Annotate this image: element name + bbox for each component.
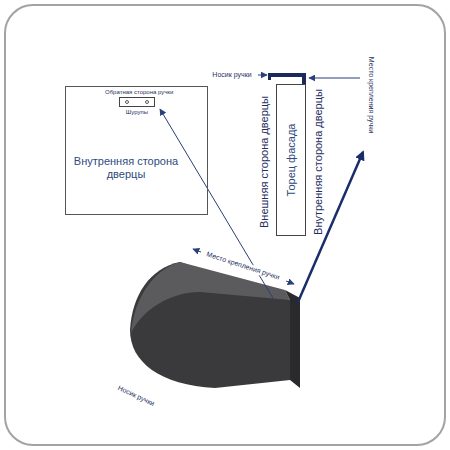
node-text: Внутренняя сторона дверцы — [70, 155, 182, 181]
screws-label: Шурупы — [126, 109, 148, 116]
leader-line — [258, 75, 267, 76]
handle-flange — [285, 290, 300, 388]
inner-side-label: Внутренняя сторона дверцы — [312, 89, 325, 235]
door-panel: Внутренняя сторона дверцы Обратная сторон… — [65, 86, 208, 215]
frame — [5, 5, 445, 445]
handle-back-rect — [119, 97, 155, 107]
node-text: Торец фасада — [285, 124, 297, 197]
leader-line — [309, 78, 360, 79]
handle-body — [130, 262, 290, 388]
nose-label: Носик ручки — [116, 384, 155, 408]
leader-arrow — [298, 152, 363, 302]
facade-edge: Торец фасада — [276, 84, 306, 236]
mount-label: Место крепления ручки — [367, 57, 375, 133]
leader-line — [286, 281, 294, 284]
node-text: Обратная сторона ручки — [105, 89, 169, 96]
screw-dots — [120, 98, 154, 106]
handle-back: Обратная сторона ручки — [105, 89, 169, 111]
handle-section — [268, 73, 306, 84]
outer-side-label: Внешняя сторона дверцы — [258, 96, 271, 228]
leader-line — [193, 249, 201, 252]
nose-label: Носик ручки — [212, 71, 251, 79]
